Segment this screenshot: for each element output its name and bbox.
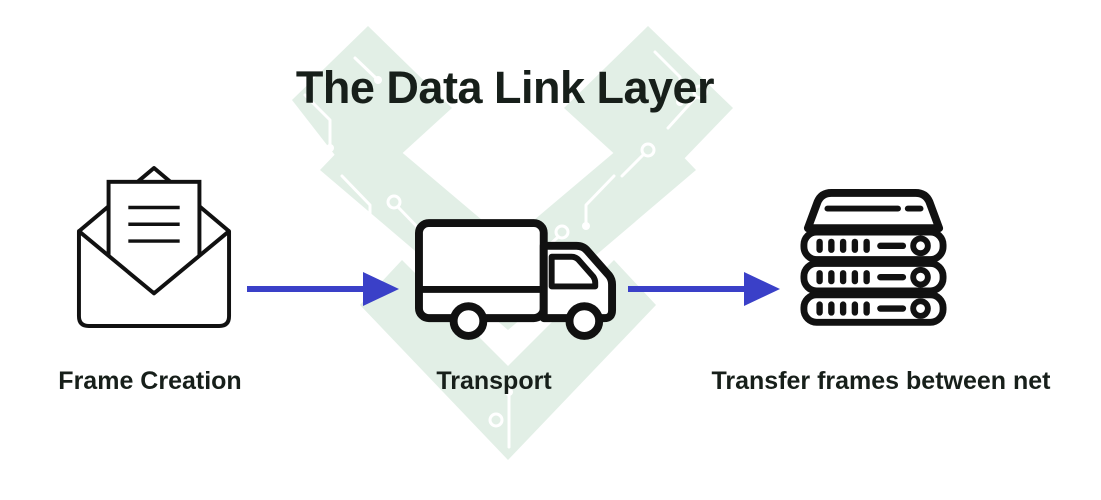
- arrow-right-icon: [628, 272, 780, 306]
- page-title: The Data Link Layer: [295, 62, 715, 113]
- truck-icon: [415, 219, 617, 340]
- watermark-mid-chevron: [320, 122, 696, 330]
- server-rack-icon: [800, 188, 947, 326]
- arrow-right-icon: [247, 272, 399, 306]
- step-label-transfer-frames: Transfer frames between net: [711, 367, 1051, 395]
- watermark-shoulder-right: [564, 26, 733, 190]
- step-label-transport: Transport: [436, 367, 552, 395]
- step-label-frame-creation: Frame Creation: [58, 367, 242, 395]
- envelope-icon: [76, 166, 232, 328]
